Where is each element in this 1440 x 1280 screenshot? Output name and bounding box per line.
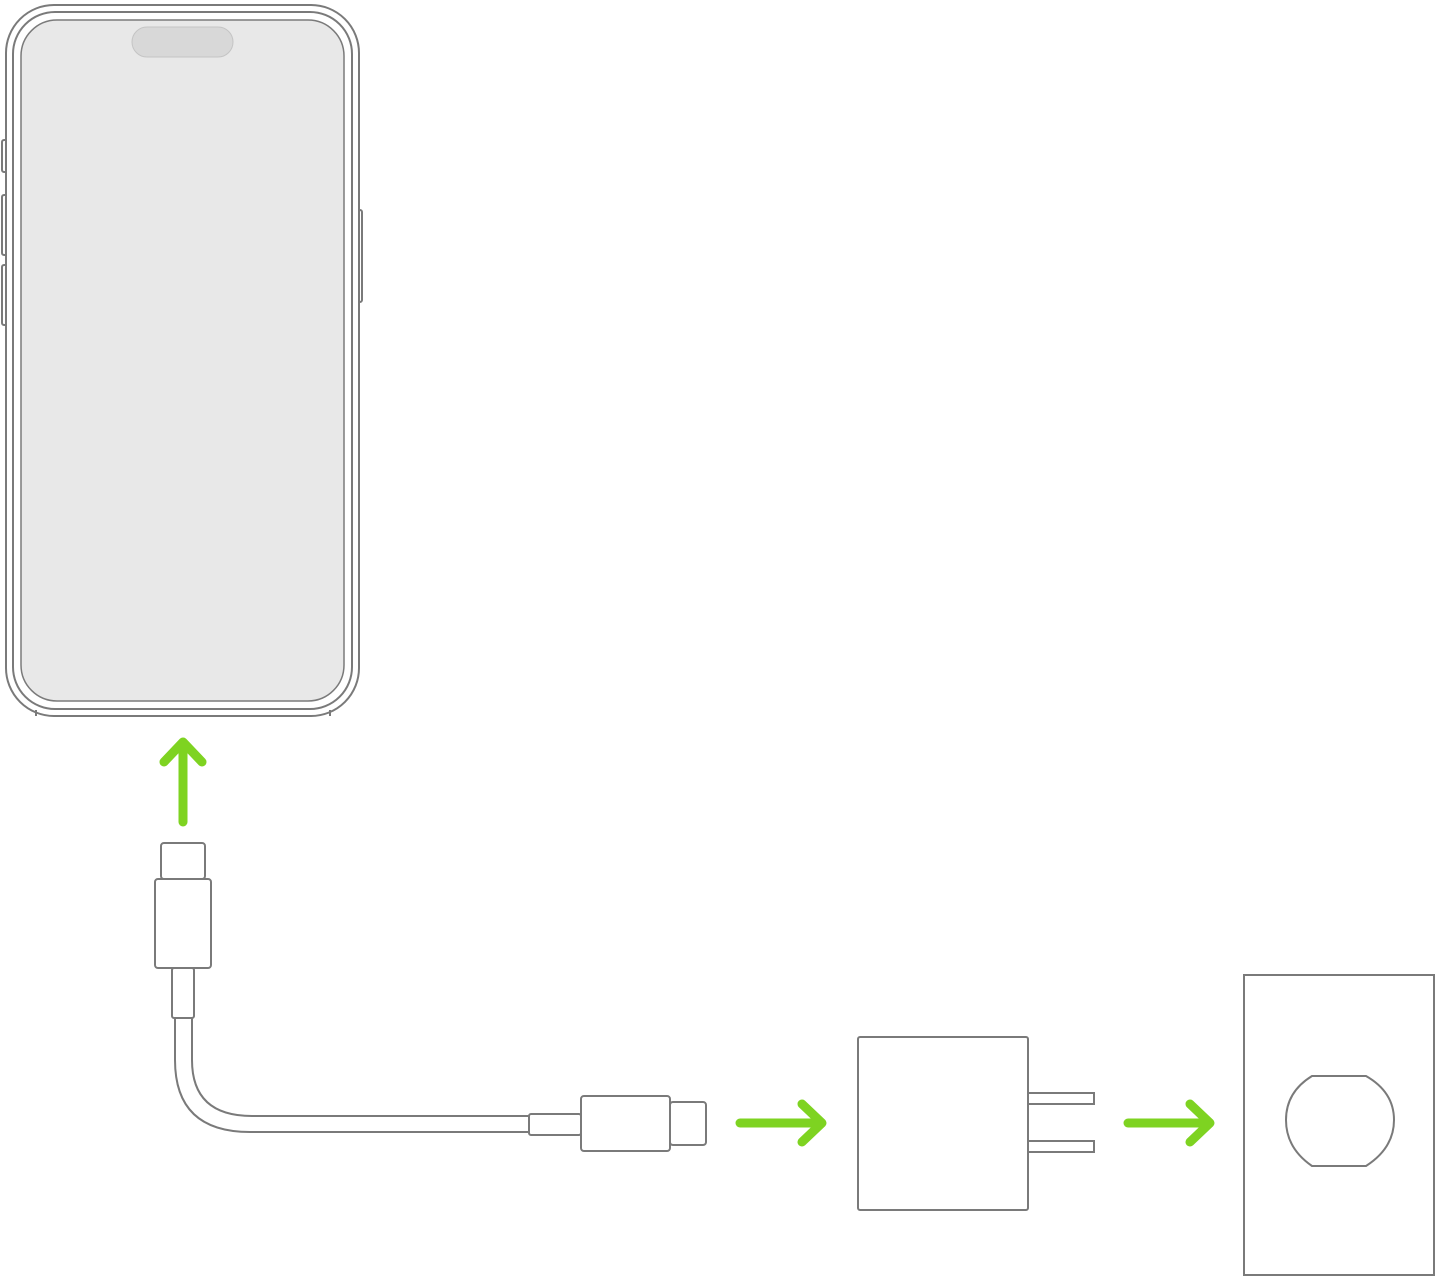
usb-c-plug-top [160, 842, 206, 880]
usb-c-cable-icon [154, 842, 707, 1152]
adapter-prong-top [1027, 1092, 1095, 1105]
usb-c-strain-relief-top [171, 967, 195, 1019]
wall-outlet-icon [1243, 974, 1435, 1276]
outlet-socket [1284, 1075, 1396, 1167]
dynamic-island [131, 26, 234, 58]
arrow-right-icon [735, 1099, 827, 1147]
arrow-up-icon [159, 737, 207, 827]
power-adapter-icon [857, 1036, 1095, 1211]
usb-c-strain-relief-bottom [528, 1113, 582, 1136]
cable-wire [174, 1018, 530, 1133]
iphone-screen [20, 19, 345, 702]
usb-c-housing-bottom [580, 1095, 671, 1152]
iphone-icon [1, 4, 363, 717]
adapter-prong-bottom [1027, 1140, 1095, 1153]
arrow-right-icon [1123, 1099, 1215, 1147]
adapter-body [857, 1036, 1029, 1211]
usb-c-plug-bottom [669, 1101, 707, 1146]
usb-c-housing-top [154, 878, 212, 969]
